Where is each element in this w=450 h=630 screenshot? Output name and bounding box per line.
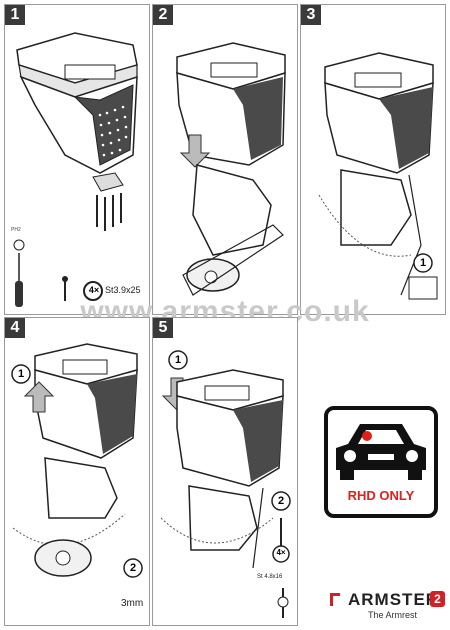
step-5-screw-count: 4× <box>276 548 286 557</box>
step-1-panel: 1 PH2 4× St3.9x25 <box>4 4 150 315</box>
step-4-callout-1: 1 <box>17 368 25 380</box>
step-number: 3 <box>301 5 321 25</box>
step-5-panel: 5 1 2 4× St 4.8x16 <box>152 317 298 626</box>
step-4-illustration <box>11 343 143 578</box>
step-number: 2 <box>153 5 173 25</box>
car-icon <box>336 424 426 480</box>
brand-mark-icon <box>330 593 340 606</box>
step-number: 1 <box>5 5 25 25</box>
brand-tagline: The Armrest <box>368 610 418 620</box>
step-5-callout-1: 1 <box>174 354 182 366</box>
brand-name: ARMSTER <box>348 590 440 609</box>
screwdriver-label: PH2 <box>11 227 21 233</box>
step-5-illustration <box>160 350 291 618</box>
rhd-only-badge: RHD ONLY <box>324 406 438 518</box>
step-3-illustration <box>318 52 438 300</box>
drill-size: 3mm <box>121 598 144 609</box>
rhd-only-label: RHD ONLY <box>347 488 415 503</box>
step-2-illustration <box>176 42 286 296</box>
armster-logo: ARMSTER 2 The Armrest <box>330 590 445 626</box>
step-5-screw-spec: St 4.8x16 <box>257 574 283 580</box>
step-number: 4 <box>5 318 25 338</box>
screw-spec: St3.9x25 <box>105 285 141 295</box>
brand-model-number: 2 <box>430 591 445 607</box>
step-3-panel: 3 1 <box>300 4 446 315</box>
step-4-panel: 4 1 2 3mm <box>4 317 150 626</box>
step-number: 5 <box>153 318 173 338</box>
step-1-illustration <box>13 32 138 307</box>
driver-position-dot <box>362 431 372 441</box>
step-3-callout: 1 <box>419 257 427 269</box>
step-2-panel: 2 <box>152 4 298 315</box>
step-4-callout-2: 2 <box>129 562 137 574</box>
step-5-callout-2: 2 <box>277 495 285 507</box>
screw-count: 4× <box>88 285 100 295</box>
